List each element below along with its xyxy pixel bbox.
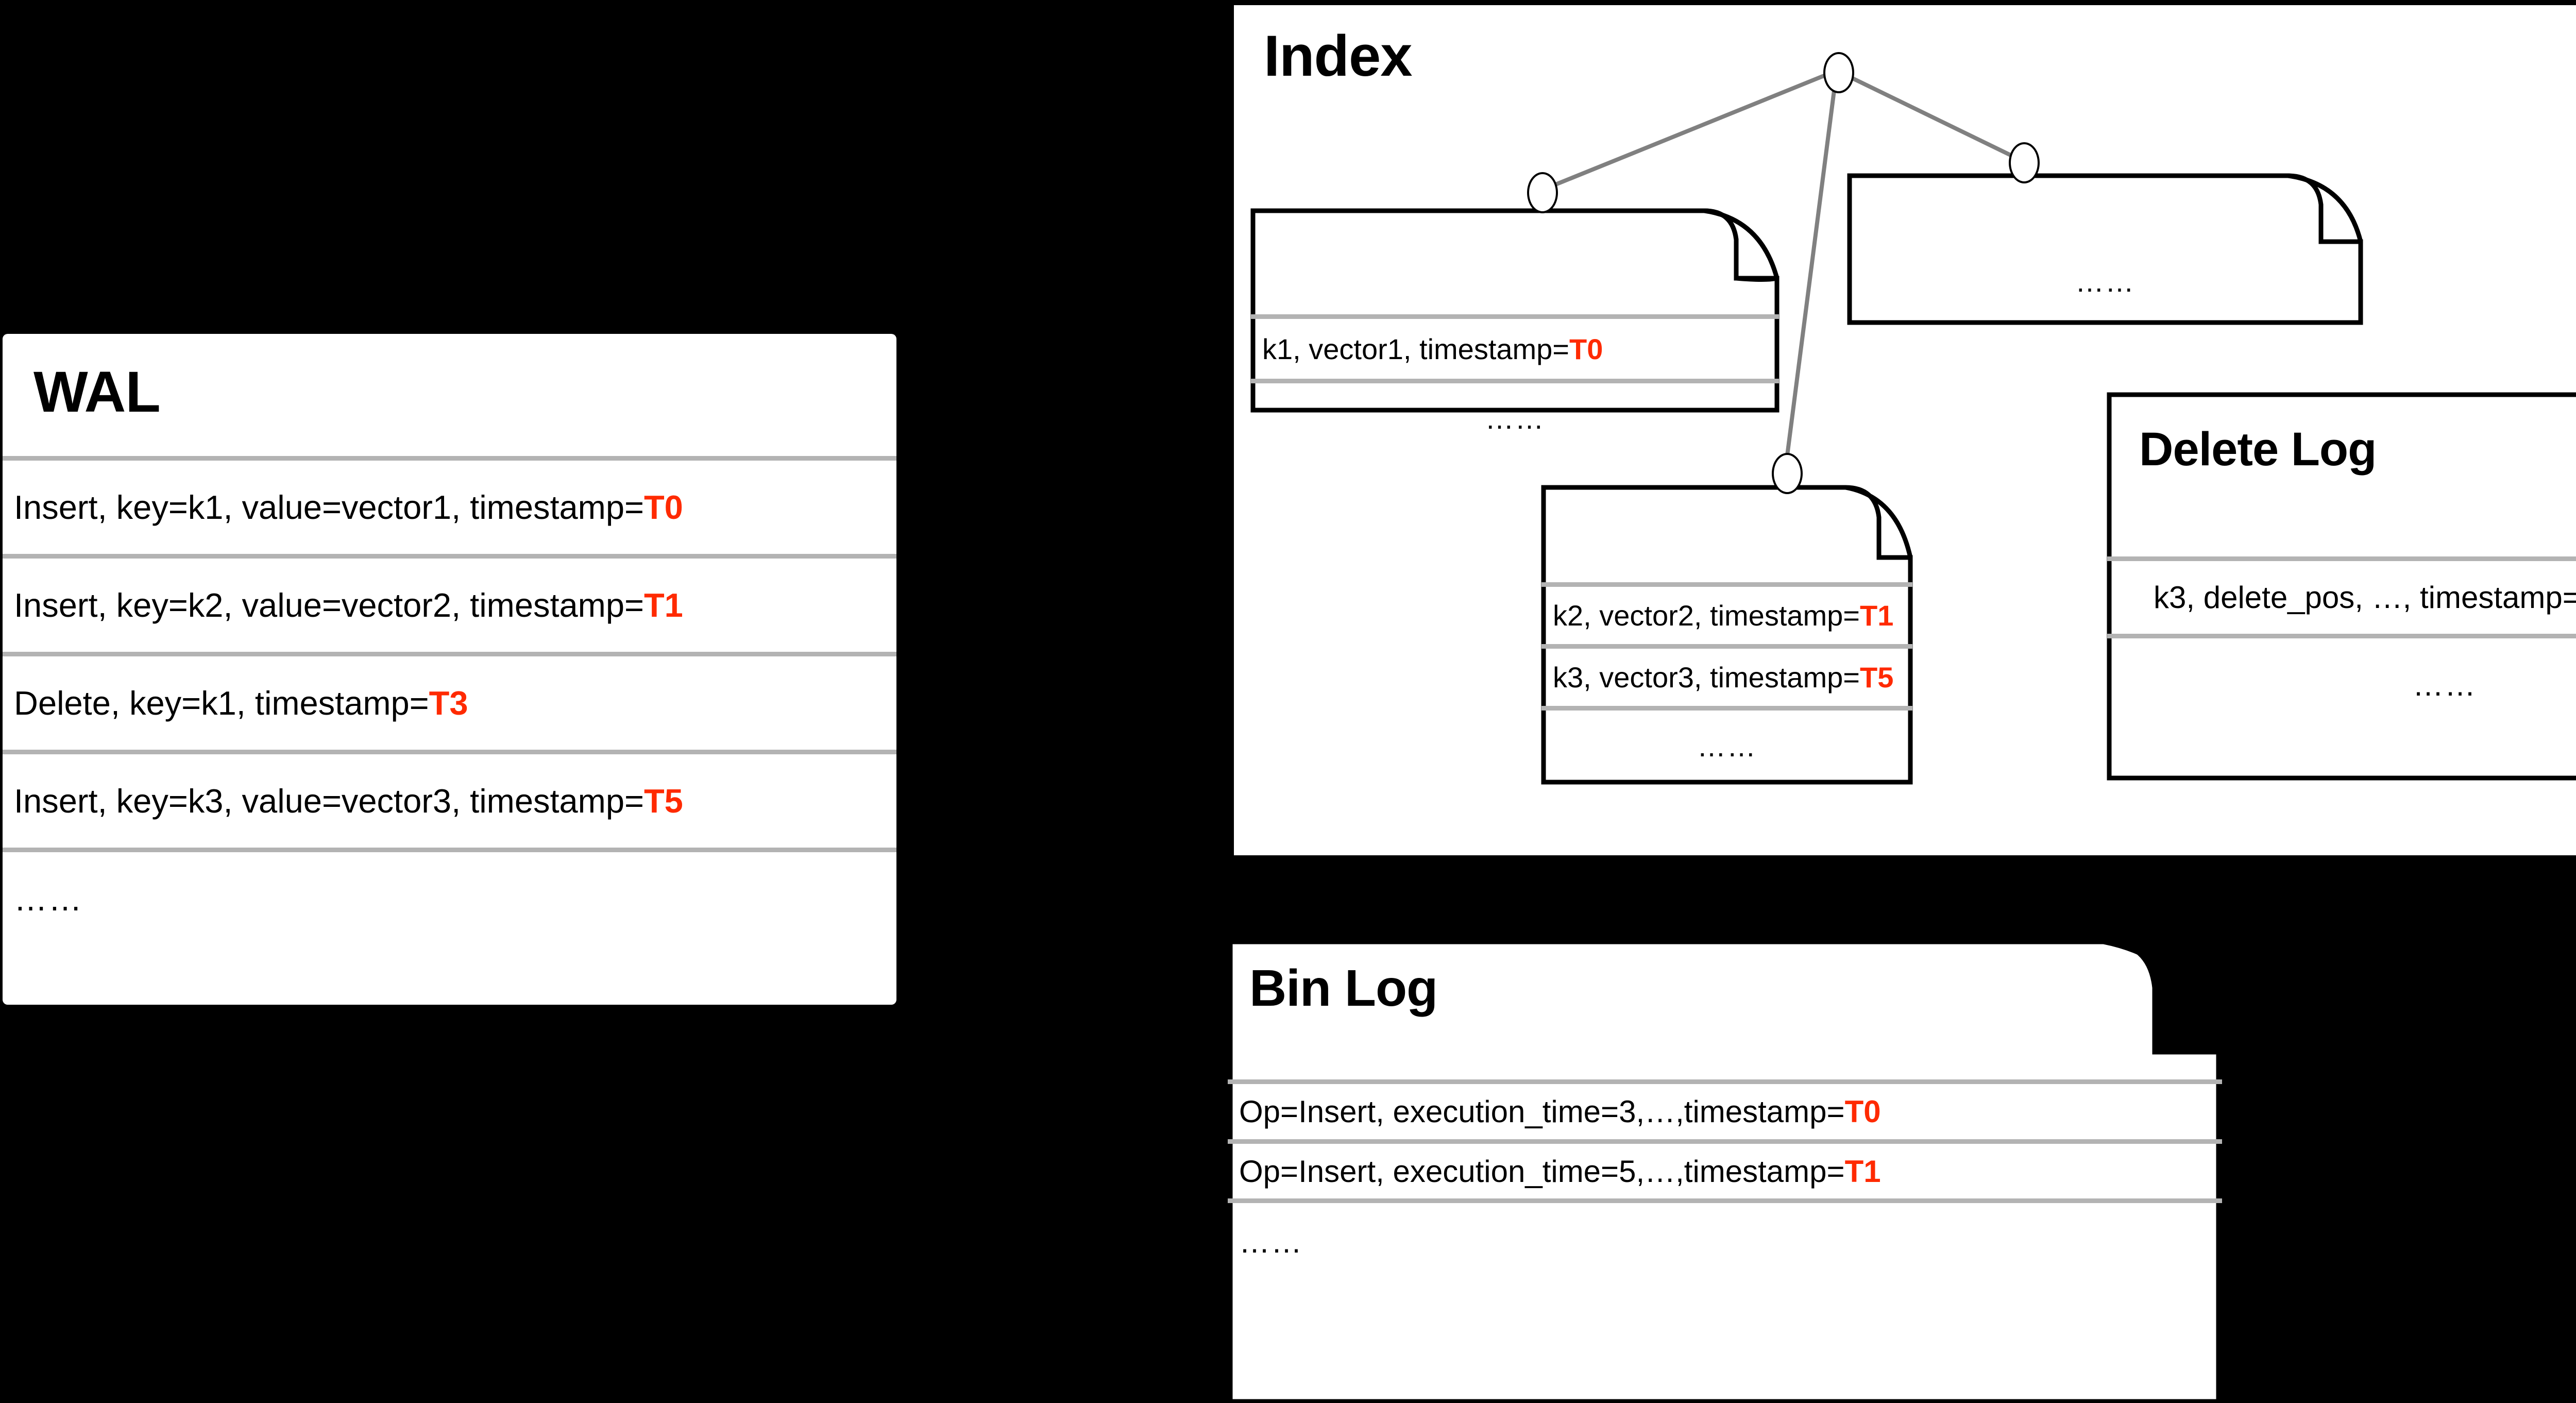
index-leaf-card-ellipsis: …… [1847, 173, 2363, 325]
timestamp-badge: T5 [1860, 661, 1894, 694]
card-k2-rows: k2, vector2, timestamp=T1 k3, vector3, ti… [1541, 485, 1912, 784]
delete-log-row: k3, delete_pos, …, timestamp=T3 [2107, 556, 2576, 634]
index-tree-node-root [1823, 52, 1854, 93]
bin-log-row-text: Op=Insert, execution_time=3,…,timestamp=… [1239, 1094, 1881, 1129]
index-edge [1836, 69, 2023, 163]
index-tree-node-left-child [1527, 172, 1558, 213]
index-card-row-text: k2, vector2, timestamp=T1 [1553, 599, 1894, 632]
wal-row-text: …… [14, 880, 83, 918]
index-card-row-text: …… [1697, 730, 1757, 763]
wal-row: Insert, key=k1, value=vector1, timestamp… [3, 456, 896, 554]
bin-log-rows: Op=Insert, execution_time=3,…,timestamp=… [1228, 939, 2222, 1403]
bin-log-row: …… [1228, 1198, 2222, 1281]
index-card-row-text: …… [2075, 265, 2135, 298]
bin-log-row: Op=Insert, execution_time=3,…,timestamp=… [1228, 1079, 2222, 1139]
delete-log-rows: k3, delete_pos, …, timestamp=T3 …… [2107, 393, 2576, 780]
wal-row: Insert, key=k2, value=vector2, timestamp… [3, 554, 896, 652]
timestamp-badge: T3 [429, 684, 468, 722]
index-tree-node-right-child [2009, 142, 2040, 183]
delete-log-row: …… [2107, 634, 2576, 732]
wal-row-text: Delete, key=k1, timestamp=T3 [14, 684, 468, 722]
index-leaf-card-k1: k1, vector1, timestamp=T0 …… [1250, 208, 1780, 435]
timestamp-badge: T1 [1860, 599, 1894, 632]
bin-log-title: Bin Log [1249, 959, 1438, 1017]
index-card-row: …… [1251, 379, 1779, 453]
index-card-row: …… [1848, 241, 2363, 323]
index-leaf-card-k2-k3: k2, vector2, timestamp=T1 k3, vector3, ti… [1541, 485, 1913, 785]
card-ellipsis-rows: …… [1848, 174, 2363, 325]
bin-log-row-text: …… [1239, 1225, 1303, 1259]
index-edge [1539, 69, 1838, 193]
index-card-row-text: …… [1485, 402, 1545, 435]
wal-row-text: Insert, key=k2, value=vector2, timestamp… [14, 586, 683, 624]
index-tree-node-bottom-child [1772, 453, 1803, 494]
timestamp-badge: T5 [643, 782, 683, 820]
delete-log-card: Delete Log k3, delete_pos, …, timestamp=… [2107, 392, 2576, 781]
index-card-row: k3, vector3, timestamp=T5 [1541, 644, 1912, 706]
wal-title: WAL [33, 360, 161, 424]
delete-log-title: Delete Log [2139, 423, 2377, 476]
timestamp-badge: T0 [1569, 332, 1603, 365]
index-card-row: …… [1541, 706, 1912, 782]
index-card-row: k1, vector1, timestamp=T0 [1251, 314, 1779, 379]
index-card-row-text: k3, vector3, timestamp=T5 [1553, 661, 1894, 694]
timestamp-badge: T1 [1844, 1154, 1881, 1189]
wal-row: Delete, key=k1, timestamp=T3 [3, 652, 896, 750]
timestamp-badge: T1 [643, 586, 683, 624]
index-tree-edges [1539, 69, 2023, 472]
index-card-row-text: k1, vector1, timestamp=T0 [1262, 332, 1603, 365]
index-card-row: k2, vector2, timestamp=T1 [1541, 582, 1912, 644]
wal-row: Insert, key=k3, value=vector3, timestamp… [3, 750, 896, 848]
wal-panel: WAL Insert, key=k1, value=vector1, times… [3, 334, 896, 1005]
timestamp-badge: T0 [1844, 1094, 1881, 1129]
index-edge [1783, 70, 1839, 472]
wal-row-text: Insert, key=k3, value=vector3, timestamp… [14, 782, 683, 820]
wal-row-text: Insert, key=k1, value=vector1, timestamp… [14, 488, 683, 526]
delete-log-row-text: k3, delete_pos, …, timestamp=T3 [2154, 580, 2576, 615]
index-title: Index [1264, 24, 1413, 88]
timestamp-badge: T0 [643, 488, 683, 526]
bin-log-row-text: Op=Insert, execution_time=5,…,timestamp=… [1239, 1154, 1881, 1189]
wal-row: …… [3, 848, 896, 945]
delete-log-row-text: …… [2413, 668, 2477, 702]
card-k1-rows: k1, vector1, timestamp=T0 …… [1251, 209, 1779, 435]
bin-log-card: Bin Log Op=Insert, execution_time=3,…,ti… [1227, 938, 2222, 1403]
bin-log-row: Op=Insert, execution_time=5,…,timestamp=… [1228, 1139, 2222, 1198]
